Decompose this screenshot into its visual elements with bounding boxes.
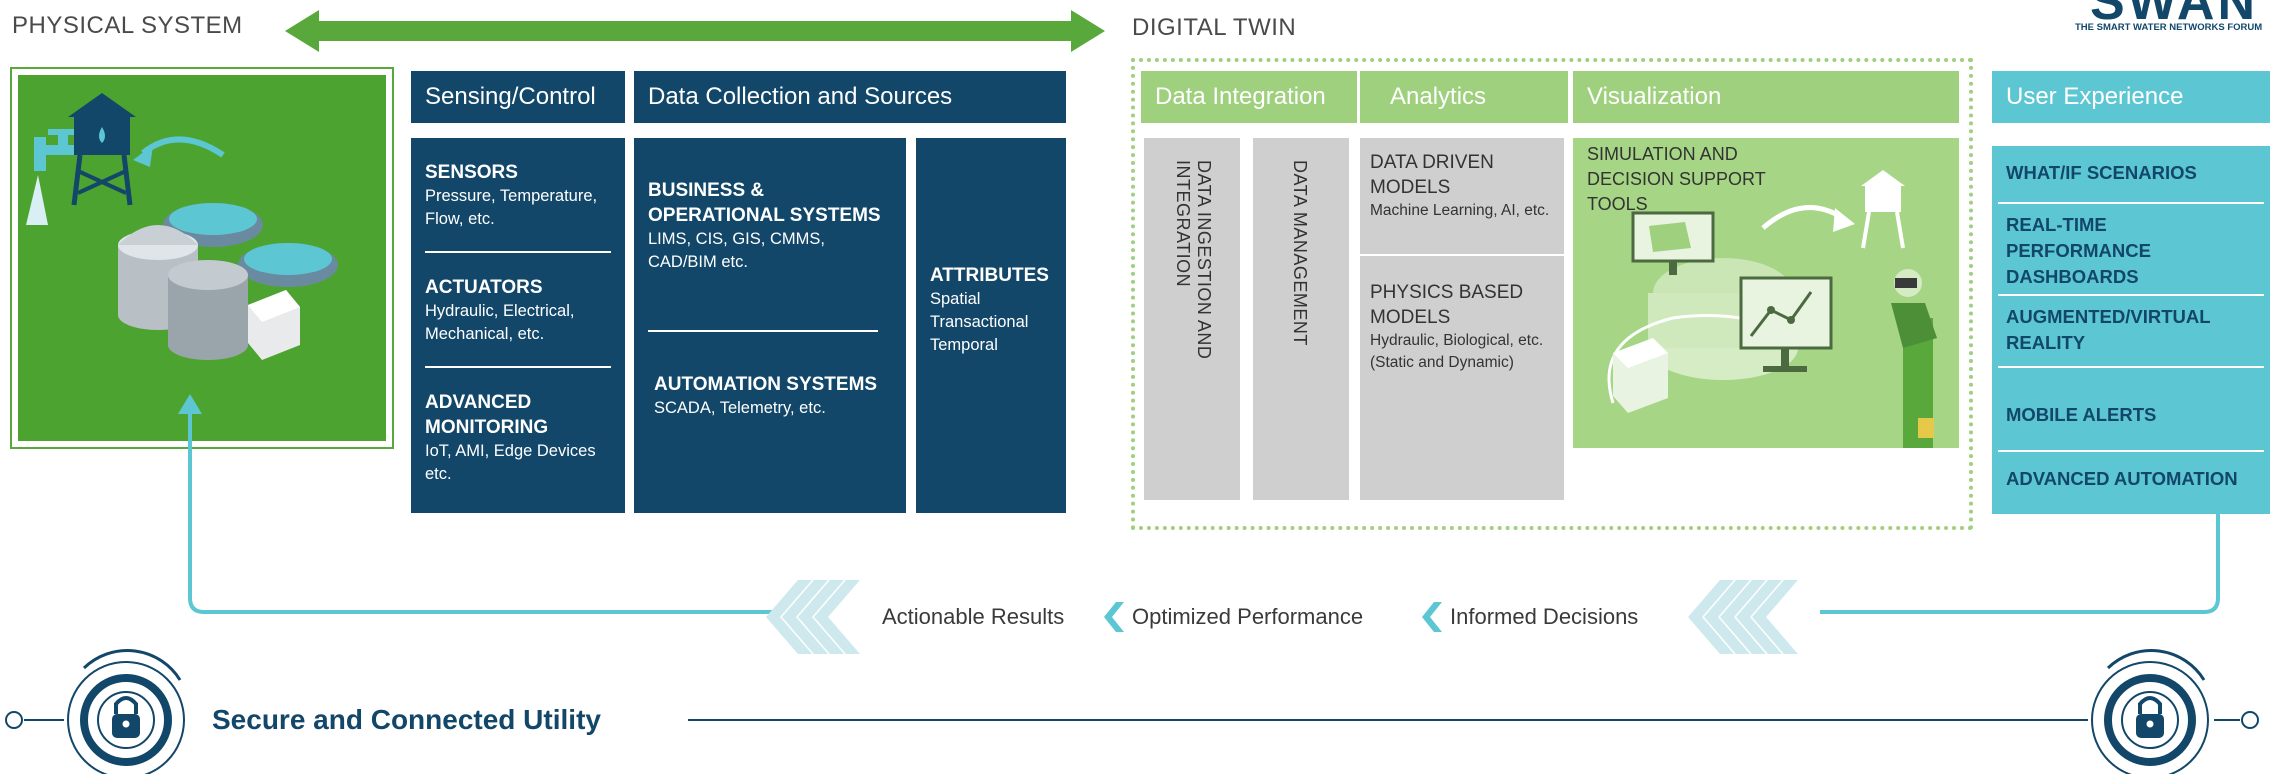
water-tower-icon [1861,170,1905,249]
sensors-title: SENSORS [425,162,518,183]
data-driven-title: DATA DRIVEN MODELS [1370,152,1494,198]
ux-mobile-alerts: MOBILE ALERTS [2006,404,2157,425]
attributes-item: Spatial [930,290,981,308]
divider [648,330,878,332]
visualization-panel: SIMULATION AND DECISION SUPPORT TOOLS [1573,138,1959,448]
physics-desc: Hydraulic, Biological, etc. [1370,332,1544,349]
sensing-control-panel: SENSORS Pressure, Temperature, Flow, etc… [411,138,625,513]
advanced-monitoring-desc: IoT, AMI, Edge Devices etc. [425,442,596,483]
tank-icon [118,203,338,360]
digital-twin-label: DIGITAL TWIN [1132,14,1297,41]
physical-system-illustration [18,75,386,441]
divider [1360,254,1564,256]
ux-advanced-automation: ADVANCED AUTOMATION [2006,468,2238,489]
user-experience-panel: WHAT/IF SCENARIOS REAL-TIME PERFORMANCE … [1992,146,2270,514]
automation-systems-desc: SCADA, Telemetry, etc. [654,399,826,417]
analytics-panel: DATA DRIVEN MODELS Machine Learning, AI,… [1360,138,1564,500]
systems-panel: BUSINESS & OPERATIONAL SYSTEMS LIMS, CIS… [634,138,906,513]
divider [1998,450,2264,452]
attributes-item: Transactional [930,313,1029,331]
sensing-control-header: Sensing/Control [411,71,625,123]
chevron-left-icon [766,580,860,654]
actionable-results-label: Actionable Results [882,604,1065,629]
ux-ar-vr: AUGMENTED/VIRTUAL REALITY [2006,306,2211,353]
actuators-desc: Hydraulic, Electrical, Mechanical, etc. [425,302,575,343]
digital-twin-frame [1131,58,1973,530]
physical-system-label: PHYSICAL SYSTEM [12,12,243,39]
divider [1998,366,2264,368]
data-integration-header: Data Integration [1141,71,1357,123]
secure-utility-label: Secure and Connected Utility [212,704,601,735]
vr-user-icon [1891,269,1937,448]
ux-dashboards: REAL-TIME PERFORMANCE DASHBOARDS [2006,214,2151,287]
user-experience-header: User Experience [1992,71,2270,123]
data-management-column: DATA MANAGEMENT [1253,138,1349,500]
physical-system-panel [10,67,394,449]
data-driven-desc: Machine Learning, AI, etc. [1370,202,1550,219]
lock-icon [67,649,185,774]
analytics-header: Analytics [1360,71,1568,123]
divider [1998,294,2264,296]
lock-icon [2091,649,2209,774]
faucet-icon [26,129,82,225]
chevron-left-icon [1422,602,1442,632]
data-collection-header: Data Collection and Sources [634,71,1066,123]
simulation-illustration [1607,170,1937,448]
data-ingestion-label: DATA INGESTION AND INTEGRATION [1173,160,1214,360]
water-tower-icon [68,93,136,206]
attributes-title: ATTRIBUTES [930,265,1049,286]
visualization-caption: SIMULATION AND DECISION SUPPORT TOOLS [1587,144,1766,214]
monitor-icon [1631,211,1833,372]
divider [425,251,611,253]
chevron-left-icon [1104,602,1124,632]
chevron-left-icon [1688,580,1798,654]
sensors-desc: Pressure, Temperature, Flow, etc. [425,187,598,228]
advanced-monitoring-title: ADVANCED MONITORING [425,392,549,438]
physics-title: PHYSICS BASED MODELS [1370,282,1524,328]
ux-what-if: WHAT/IF SCENARIOS [2006,162,2197,183]
swan-logo-subtitle: THE SMART WATER NETWORKS FORUM [2075,22,2263,33]
physics-note: (Static and Dynamic) [1370,354,1514,371]
divider [425,366,611,368]
visualization-header: Visualization [1573,71,1959,123]
attributes-panel: ATTRIBUTES Spatial Transactional Tempora… [916,138,1066,513]
attributes-item: Temporal [930,336,998,354]
divider [1998,202,2264,204]
business-systems-title: BUSINESS & OPERATIONAL SYSTEMS [648,180,881,226]
automation-systems-title: AUTOMATION SYSTEMS [654,374,878,395]
double-arrow-icon [285,10,1105,52]
swan-logo: SWAN [2090,0,2258,31]
informed-decisions-label: Informed Decisions [1450,604,1639,629]
actuators-title: ACTUATORS [425,277,543,298]
data-management-label: DATA MANAGEMENT [1290,160,1310,346]
data-ingestion-column: DATA INGESTION AND INTEGRATION [1144,138,1240,500]
business-systems-desc: LIMS, CIS, GIS, CMMS, CAD/BIM etc. [648,230,825,271]
optimized-performance-label: Optimized Performance [1132,604,1364,629]
